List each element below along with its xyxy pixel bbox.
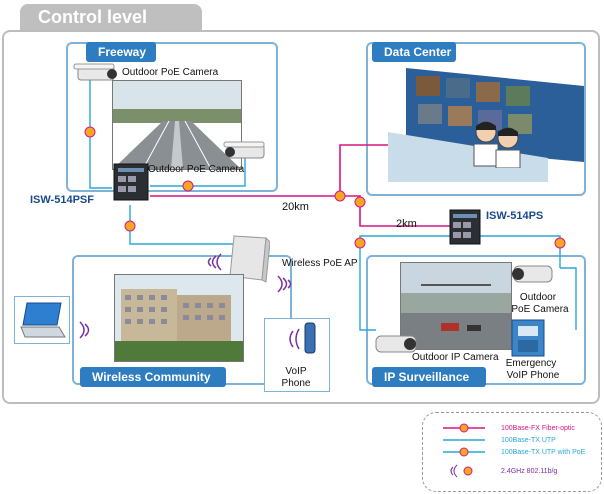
ap-label: Wireless PoE AP xyxy=(282,258,358,269)
legend-wifi: 2.4GHz 802.11b/g xyxy=(501,468,558,475)
title-tab xyxy=(20,4,202,34)
utp-link-ps-left xyxy=(359,235,450,331)
voip-phone-box xyxy=(264,318,330,392)
camera-icon xyxy=(223,141,265,159)
zone-freeway xyxy=(66,42,278,192)
wifi-waves-icon xyxy=(277,275,292,293)
distance-label-2km: 2km xyxy=(396,218,417,230)
utp-link-cam2 xyxy=(150,158,246,187)
switch-label-ps: ISW-514PS xyxy=(486,210,544,222)
fiber-link-psf-dc xyxy=(150,144,400,197)
zone-datacenter xyxy=(366,42,586,196)
operators-icon xyxy=(473,121,521,168)
camera-icon xyxy=(73,63,117,81)
freeway-photo xyxy=(112,80,242,170)
legend-utp: 100Base-TX UTP xyxy=(501,437,556,444)
access-point-icon xyxy=(229,235,270,283)
legend-utp-poe: 100Base-TX UTP with PoE xyxy=(501,449,586,456)
community-photo xyxy=(114,274,244,362)
laptop-box xyxy=(14,296,70,344)
camera-label-freeway-2: Outdoor PoE Camera xyxy=(148,164,245,175)
zone-label-wireless: Wireless Community xyxy=(80,367,226,387)
emergency-phone-icon xyxy=(511,319,545,357)
legend-fiber: 100Base-FX Fiber-optic xyxy=(501,425,575,432)
voip-label-1: VoIP xyxy=(285,366,307,377)
legend-swatches xyxy=(443,423,485,478)
camera-icon xyxy=(375,335,417,353)
utp-link-emergency xyxy=(560,267,577,330)
switch-label-psf: ISW-514PSF xyxy=(30,194,94,206)
voip-label-2: Phone xyxy=(281,378,311,389)
utp-link-ap xyxy=(129,205,238,245)
wifi-waves-icon xyxy=(79,321,90,339)
wifi-waves-icon xyxy=(207,253,222,271)
camera-label-ip-1: Outdoor xyxy=(519,292,557,303)
utp-link-ps-right xyxy=(480,235,561,268)
switch-icon xyxy=(113,163,149,201)
surveillance-photo xyxy=(400,262,512,350)
camera-label-outdoor-ip: Outdoor IP Camera xyxy=(412,352,499,363)
laptop-icon xyxy=(20,302,66,338)
camera-icon xyxy=(512,265,553,283)
voip-phone-icon xyxy=(289,322,316,354)
distance-label-20km: 20km xyxy=(282,201,309,213)
zone-label-freeway: Freeway xyxy=(86,42,156,62)
zone-label-datacenter: Data Center xyxy=(372,42,456,62)
emergency-label-1: Emergency xyxy=(505,358,557,369)
camera-label-ip-2: PoE Camera xyxy=(511,304,569,315)
fiber-link-dc-ps xyxy=(340,195,450,227)
datacenter-monitors-icon xyxy=(388,68,584,182)
legend: 100Base-FX Fiber-optic 100Base-TX UTP 10… xyxy=(422,412,602,492)
camera-label-freeway-1: Outdoor PoE Camera xyxy=(122,67,219,78)
switch-icon xyxy=(449,209,481,245)
zone-label-ipsurv: IP Surveillance xyxy=(372,367,486,387)
emergency-label-2: VoIP Phone xyxy=(506,370,560,381)
page-title: Control level xyxy=(38,7,148,27)
utp-link-cam1 xyxy=(89,78,112,189)
